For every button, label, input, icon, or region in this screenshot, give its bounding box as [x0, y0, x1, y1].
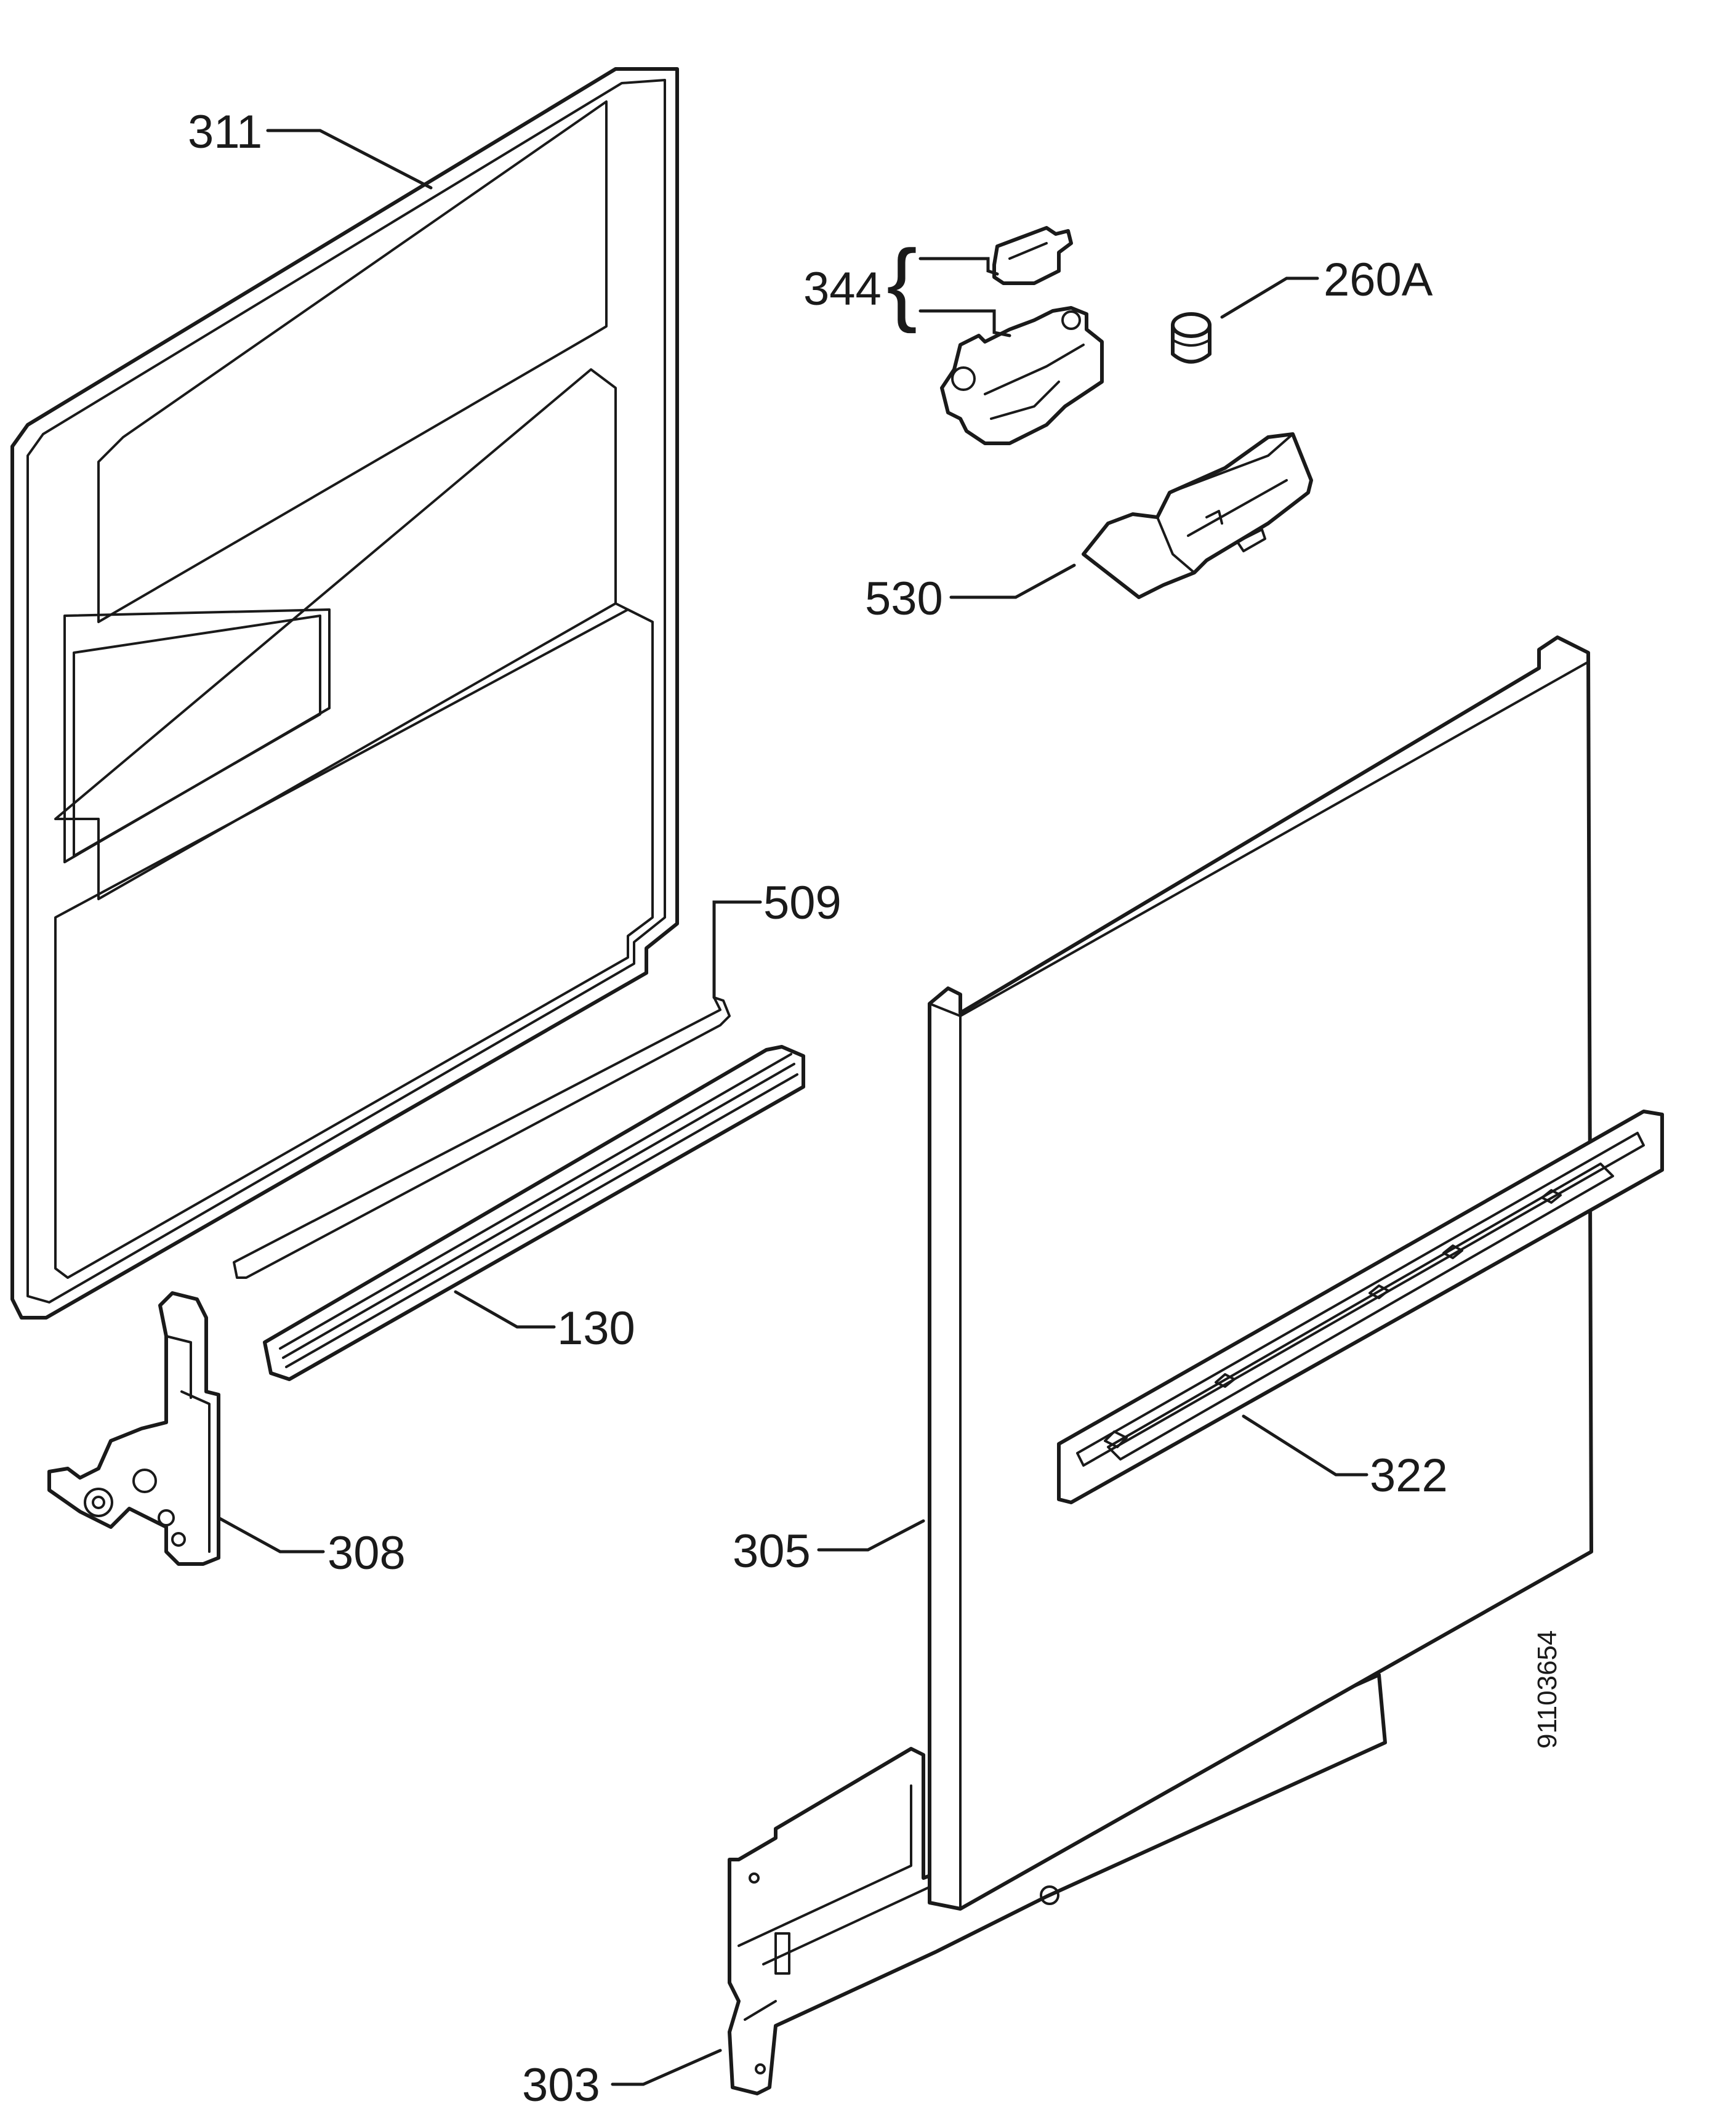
callout-322: 322 [1370, 1449, 1448, 1502]
callout-brace: { [886, 230, 917, 334]
part-509-wire-rod [233, 996, 731, 1279]
drawing-number: 91103654 [1532, 1630, 1562, 1749]
part-308-hinge [47, 1291, 220, 1566]
callout-509: 509 [763, 877, 842, 929]
part-322-handle-bar [1057, 1110, 1664, 1504]
part-305-outer-door-panel [928, 635, 1593, 1911]
callout-311: 311 [188, 106, 262, 158]
callout-344: 344 [803, 263, 882, 315]
part-344-lock-parts [940, 226, 1104, 445]
callout-530: 530 [865, 573, 943, 625]
callout-labels: 311 344 { 260A 530 509 130 308 305 322 3… [188, 106, 1562, 2104]
part-530-handle [1082, 432, 1313, 599]
part-311-inner-door-panel [10, 67, 679, 1320]
part-303-bottom-plate [728, 1673, 1387, 2095]
callout-260a: 260A [1324, 254, 1433, 306]
leader-lines [217, 129, 1368, 2086]
callout-305: 305 [733, 1525, 811, 1578]
part-260a-bushing [1171, 312, 1212, 364]
callout-303: 303 [522, 2059, 600, 2104]
callout-308: 308 [328, 1527, 406, 1579]
part-130-seal-strip [263, 1045, 805, 1381]
callout-130: 130 [557, 1302, 635, 1355]
